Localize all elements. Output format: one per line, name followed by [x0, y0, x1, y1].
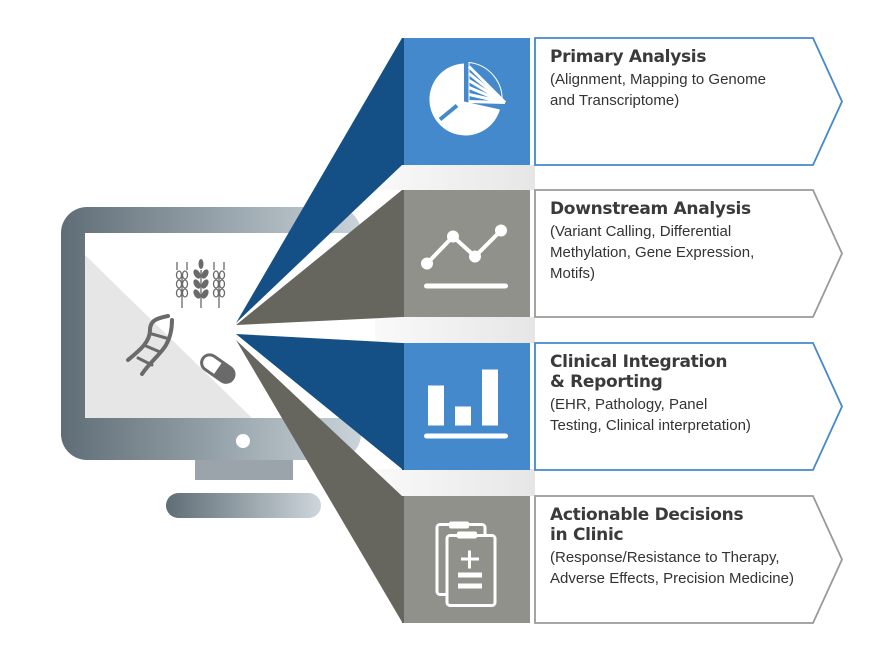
step-icon-tile: [402, 38, 530, 165]
step-title: Primary Analysis: [550, 47, 707, 67]
line-chart-icon: [421, 224, 508, 289]
step-description: Methylation, Gene Expression,: [550, 244, 755, 261]
step-title: Downstream Analysis: [550, 199, 751, 219]
ray-actionable: [236, 340, 402, 622]
ray-downstream: [236, 190, 402, 325]
step-title: & Reporting: [550, 372, 663, 392]
pill-icon: [200, 353, 236, 384]
step-icon-tile: [402, 190, 530, 317]
step-text: Primary Analysis (Alignment, Mapping to G…: [550, 47, 766, 111]
ray-primary: [236, 38, 402, 323]
dna-icon: [126, 314, 174, 376]
wheat-icon: [175, 262, 226, 308]
step-title: in Clinic: [550, 525, 624, 545]
step-description: Motifs): [550, 265, 595, 282]
ray-clinical: [236, 334, 402, 469]
step-text: Downstream Analysis (Variant Calling, Dif…: [550, 199, 754, 284]
step-description: Testing, Clinical interpretation): [550, 417, 751, 434]
step-arrow-box: [534, 342, 843, 471]
monitor-base: [166, 493, 321, 518]
pie-chart-icon: [429, 61, 507, 136]
step-description: Adverse Effects, Precision Medicine): [550, 570, 794, 587]
step-description: (Alignment, Mapping to Genome: [550, 71, 766, 88]
step-row: [402, 37, 843, 166]
step-arrow-box: [534, 189, 843, 318]
step-arrow-box: [534, 495, 843, 624]
step-description: (Variant Calling, Differential: [550, 223, 732, 240]
rays: [236, 38, 402, 622]
step-row: [402, 189, 843, 318]
step-text: Clinical Integration& Reporting (EHR, Pat…: [550, 352, 751, 436]
bar-chart-icon: [424, 369, 508, 439]
step-row: [402, 495, 843, 624]
step-arrow-box: [534, 37, 843, 166]
step-description: and Transcriptome): [550, 92, 680, 109]
step-row: [402, 342, 843, 471]
power-button: [236, 434, 250, 448]
wheat-center-grains: [193, 259, 209, 299]
step-title: Actionable Decisions: [550, 505, 744, 525]
step-description: (EHR, Pathology, Panel: [550, 396, 708, 413]
step-description: (Response/Resistance to Therapy,: [550, 549, 780, 566]
clipboard-icon: [435, 521, 497, 607]
step-title: Clinical Integration: [550, 352, 728, 372]
